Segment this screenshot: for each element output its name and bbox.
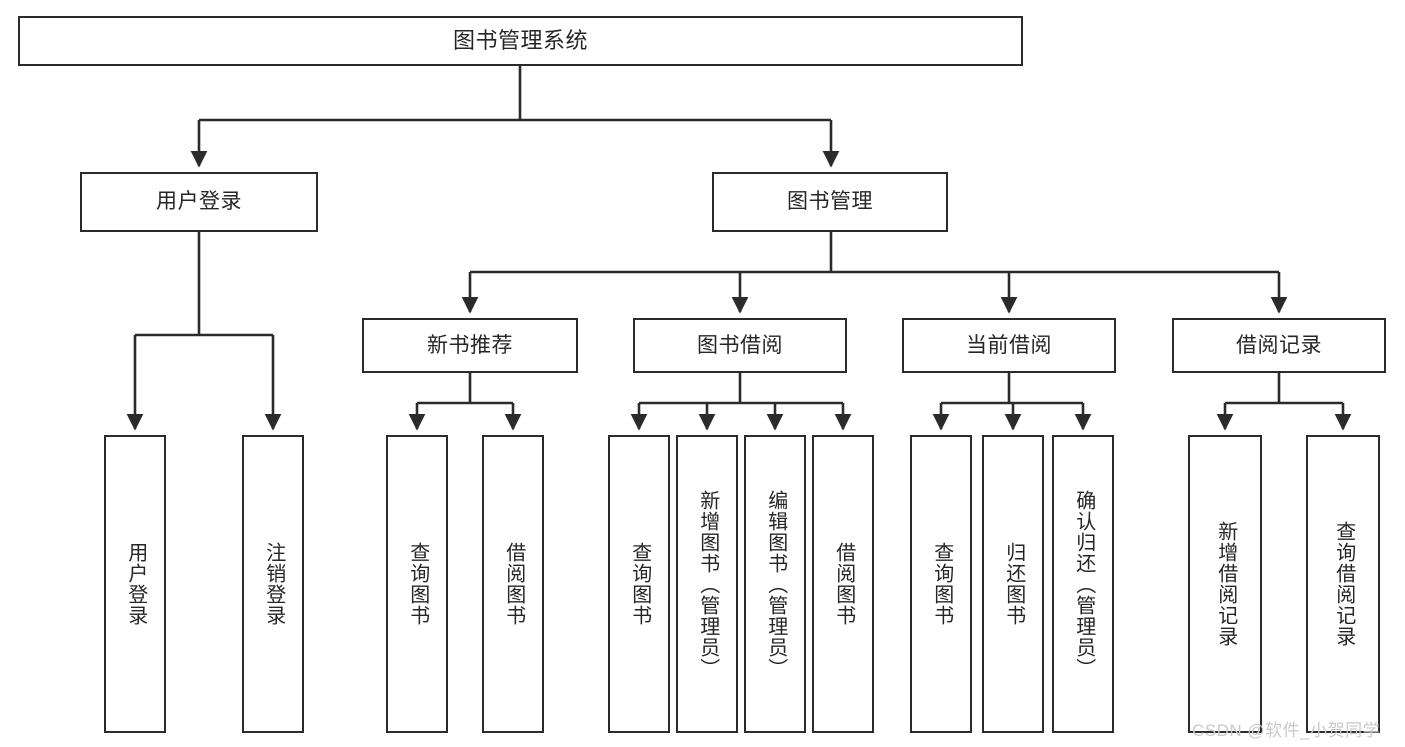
node-user-login-label: 用户登录 xyxy=(156,190,242,214)
node-leaf-query-book-rec-label: 查询图书 xyxy=(406,542,429,626)
node-leaf-edit-book-label: 编辑图书（管理员） xyxy=(764,489,787,679)
node-user-login[interactable]: 用户登录 xyxy=(80,172,318,232)
node-leaf-return-book-label: 归还图书 xyxy=(1002,542,1025,626)
node-leaf-add-book-label: 新增图书（管理员） xyxy=(696,489,719,679)
node-leaf-add-record[interactable]: 新增借阅记录 xyxy=(1188,435,1262,733)
node-leaf-query-record[interactable]: 查询借阅记录 xyxy=(1306,435,1380,733)
node-leaf-return-book[interactable]: 归还图书 xyxy=(982,435,1044,733)
node-leaf-borrow-book[interactable]: 借阅图书 xyxy=(812,435,874,733)
node-leaf-add-book[interactable]: 新增图书（管理员） xyxy=(676,435,738,733)
node-book-manage-label: 图书管理 xyxy=(787,190,873,214)
node-book-borrow-label: 图书借阅 xyxy=(697,333,783,357)
node-new-book-rec-label: 新书推荐 xyxy=(427,333,513,357)
node-book-borrow[interactable]: 图书借阅 xyxy=(633,318,847,373)
node-current-borrow[interactable]: 当前借阅 xyxy=(902,318,1116,373)
node-leaf-query-book-current[interactable]: 查询图书 xyxy=(910,435,972,733)
node-leaf-user-login-label: 用户登录 xyxy=(124,542,147,626)
node-leaf-confirm-return-label: 确认归还（管理员） xyxy=(1072,489,1095,679)
node-leaf-user-logout-label: 注销登录 xyxy=(262,542,285,626)
watermark: CSDN @软件_小贺同学 xyxy=(1192,721,1381,740)
node-leaf-user-logout[interactable]: 注销登录 xyxy=(242,435,304,733)
node-leaf-query-book-borrow[interactable]: 查询图书 xyxy=(608,435,670,733)
node-borrow-record[interactable]: 借阅记录 xyxy=(1172,318,1386,373)
node-current-borrow-label: 当前借阅 xyxy=(966,333,1052,357)
node-leaf-user-login[interactable]: 用户登录 xyxy=(104,435,166,733)
node-root[interactable]: 图书管理系统 xyxy=(18,16,1023,66)
node-leaf-query-record-label: 查询借阅记录 xyxy=(1332,521,1355,647)
node-leaf-query-book-borrow-label: 查询图书 xyxy=(628,542,651,626)
node-leaf-borrow-book-rec[interactable]: 借阅图书 xyxy=(482,435,544,733)
node-root-label: 图书管理系统 xyxy=(452,27,588,53)
node-leaf-borrow-book-label: 借阅图书 xyxy=(832,542,855,626)
node-leaf-query-book-current-label: 查询图书 xyxy=(930,542,953,626)
node-leaf-confirm-return[interactable]: 确认归还（管理员） xyxy=(1052,435,1114,733)
node-leaf-borrow-book-rec-label: 借阅图书 xyxy=(502,542,525,626)
node-leaf-edit-book[interactable]: 编辑图书（管理员） xyxy=(744,435,806,733)
node-leaf-query-book-rec[interactable]: 查询图书 xyxy=(386,435,448,733)
node-borrow-record-label: 借阅记录 xyxy=(1236,333,1322,357)
node-leaf-add-record-label: 新增借阅记录 xyxy=(1214,521,1237,647)
node-book-manage[interactable]: 图书管理 xyxy=(712,172,948,232)
node-new-book-rec[interactable]: 新书推荐 xyxy=(362,318,578,373)
